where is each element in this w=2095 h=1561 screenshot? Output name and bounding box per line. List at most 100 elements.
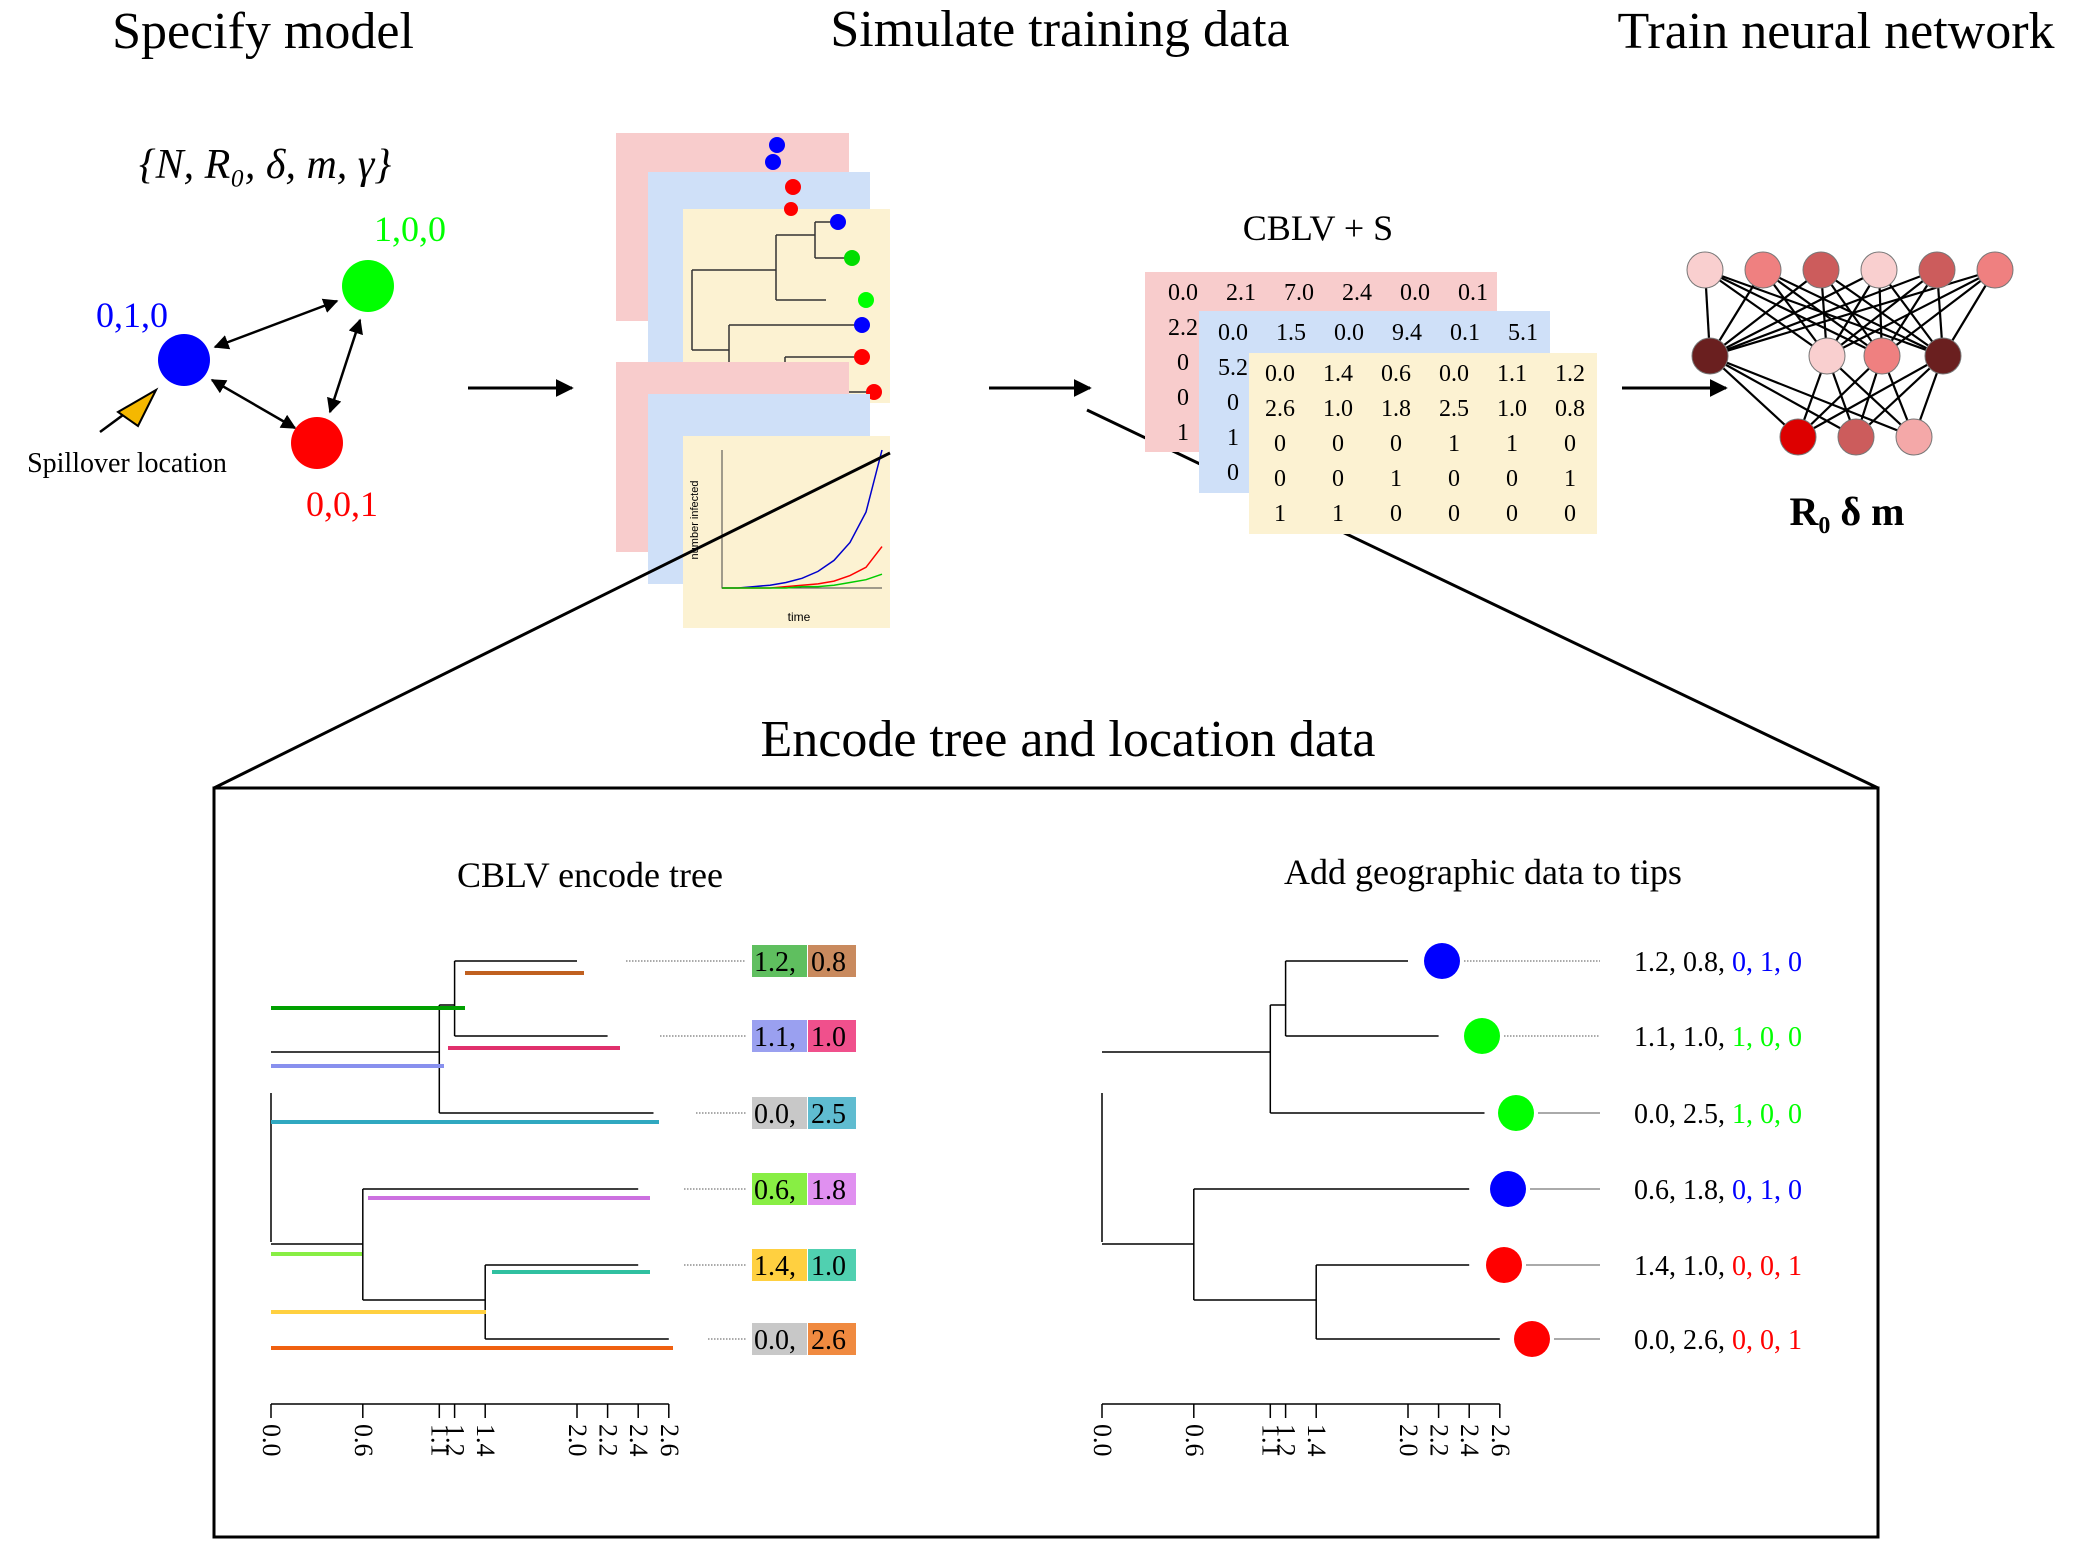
geo-tick-label: 0.0 — [1088, 1424, 1117, 1457]
network-node — [1808, 337, 1846, 375]
geo-tick-label: 0.6 — [1180, 1424, 1209, 1457]
network-edge — [1855, 355, 1944, 438]
network-node — [1860, 251, 1898, 289]
cblv-tick-label: 0.6 — [349, 1424, 378, 1457]
geo-tick-label: 2.6 — [1486, 1424, 1515, 1457]
network-edge — [1709, 355, 1857, 438]
matrix-middle-cell: 1 — [1227, 425, 1239, 451]
cblv-value-a: 0.0, — [754, 1099, 796, 1130]
back-tree-tip-icon — [769, 137, 785, 153]
cblv-value-box-a — [752, 1173, 807, 1205]
network-node — [1863, 337, 1901, 375]
cblv-value-box-b — [808, 945, 856, 977]
matrix-middle-cell: 5.1 — [1508, 320, 1538, 346]
heading-encode-tree: Encode tree and location data — [760, 711, 1375, 768]
epidemic-curves — [721, 449, 883, 589]
sim-tree-tip-icon — [858, 292, 874, 308]
middle-tree-tip-icon — [784, 202, 798, 216]
sim-tree-tip-icon — [854, 317, 870, 333]
matrix-front-cell: 0 — [1274, 431, 1286, 457]
zoom-line-left — [213, 451, 891, 790]
encode-panel-frame — [212, 786, 1880, 1539]
geo-location-tip-icon — [1490, 1171, 1526, 1207]
middle-tree-tip-icon — [785, 179, 801, 195]
network-node — [1779, 418, 1817, 456]
matrix-middle-cell: 0 — [1227, 390, 1239, 416]
sim-tree-tip-icon — [830, 214, 846, 230]
matrix-middle-cell: 5.2 — [1218, 355, 1248, 381]
matrix-back-cell: 2.1 — [1226, 280, 1256, 306]
sim-tree-tip-icon — [854, 349, 870, 365]
network-edge — [1709, 269, 1822, 357]
matrix-back-cell: 0.0 — [1400, 280, 1430, 306]
matrix-front-cell: 0 — [1390, 501, 1402, 527]
cblv-tick-label: 2.6 — [655, 1424, 684, 1457]
matrix-front-cell: 2.6 — [1265, 396, 1295, 422]
cblv-value-box-a — [752, 945, 807, 977]
sim-tree-tip-icon — [844, 250, 860, 266]
network-edge — [1797, 355, 1883, 438]
heading-specify-model: Specify model — [112, 3, 414, 60]
heading-simulate-training-data: Simulate training data — [830, 1, 1289, 58]
epidemic-curve-line — [722, 573, 883, 589]
cblv-tick-label: 1.1 — [425, 1424, 454, 1457]
matrix-front-cell: 1 — [1390, 466, 1402, 492]
geo-location-tip-icon — [1498, 1095, 1534, 1131]
cblv-tree: 1.2,0.81.1,1.00.0,2.50.6,1.81.4,1.00.0,2… — [257, 945, 856, 1457]
network-node — [1691, 337, 1729, 375]
network-edge — [1881, 269, 1996, 357]
spillover-location-label: Spillover location — [27, 448, 227, 479]
matrix-front-cell: 0 — [1274, 466, 1286, 492]
matrix-card-front — [1249, 353, 1597, 534]
network-node — [1895, 418, 1933, 456]
geo-location-tip-icon — [1424, 943, 1460, 979]
matrix-back-cell: 2.4 — [1342, 280, 1372, 306]
network-edge — [1709, 268, 1938, 358]
geo-location-tip-icon — [1464, 1018, 1500, 1054]
cblv-tick-label: 2.4 — [624, 1424, 653, 1457]
cblv-value-box-b — [808, 1097, 856, 1129]
cblv-value-b: 2.6 — [811, 1325, 846, 1356]
cblv-value-box-b — [808, 1020, 856, 1052]
geo-tree: 1.2, 0.8, 0, 1, 01.1, 1.0, 1, 0, 00.0, 2… — [1088, 943, 1802, 1457]
network-node — [1744, 251, 1782, 289]
matrix-front-cell: 2.5 — [1439, 396, 1469, 422]
location-node-green — [342, 260, 394, 312]
matrix-back-cell: 1 — [1177, 420, 1189, 446]
network-edge — [1797, 355, 1944, 438]
network-edge — [1826, 269, 1938, 357]
cblv-value-box-a — [752, 1097, 807, 1129]
network-edge — [1709, 269, 1880, 357]
matrix-front-cell: 0 — [1390, 431, 1402, 457]
cblv-tick-label: 0.0 — [257, 1424, 286, 1457]
matrix-back-cell: 2.2 — [1168, 315, 1198, 341]
matrix-front-cell: 1.4 — [1323, 361, 1353, 387]
matrix-front-cell: 0.8 — [1555, 396, 1585, 422]
cblv-value-box-a — [752, 1020, 807, 1052]
geo-tick-label: 2.0 — [1394, 1424, 1423, 1457]
matrix-front-cell: 1 — [1332, 501, 1344, 527]
matrix-middle-cell: 1.5 — [1276, 320, 1306, 346]
geo-tip-values: 0.0, 2.5, 1, 0, 0 — [1634, 1099, 1802, 1130]
network-nodes — [1686, 251, 2014, 456]
matrix-middle-cell: 9.4 — [1392, 320, 1422, 346]
location-node-blue — [158, 334, 210, 386]
matrix-back-cell: 0 — [1177, 350, 1189, 376]
geo-location-tip-icon — [1486, 1247, 1522, 1283]
matrix-front-cell: 1.0 — [1323, 396, 1353, 422]
geo-tick-label: 1.2 — [1272, 1424, 1301, 1457]
location-label-blue: 0,1,0 — [96, 295, 168, 335]
matrix-front-cell: 0 — [1564, 431, 1576, 457]
matrix-middle-cell: 0.1 — [1450, 320, 1480, 346]
matrix-front-cell: 0 — [1448, 501, 1460, 527]
matrix-front-cell: 1.0 — [1497, 396, 1527, 422]
geo-tip-values: 0.6, 1.8, 0, 1, 0 — [1634, 1175, 1802, 1206]
geo-tip-values: 1.4, 1.0, 0, 0, 1 — [1634, 1251, 1802, 1282]
matrix-front-cell: 1 — [1506, 431, 1518, 457]
back-tree-tip-icon — [765, 154, 781, 170]
matrix-back-cell: 0 — [1177, 385, 1189, 411]
model-parameter-set: {N, R₀, δ, m, γ} — [139, 142, 391, 188]
